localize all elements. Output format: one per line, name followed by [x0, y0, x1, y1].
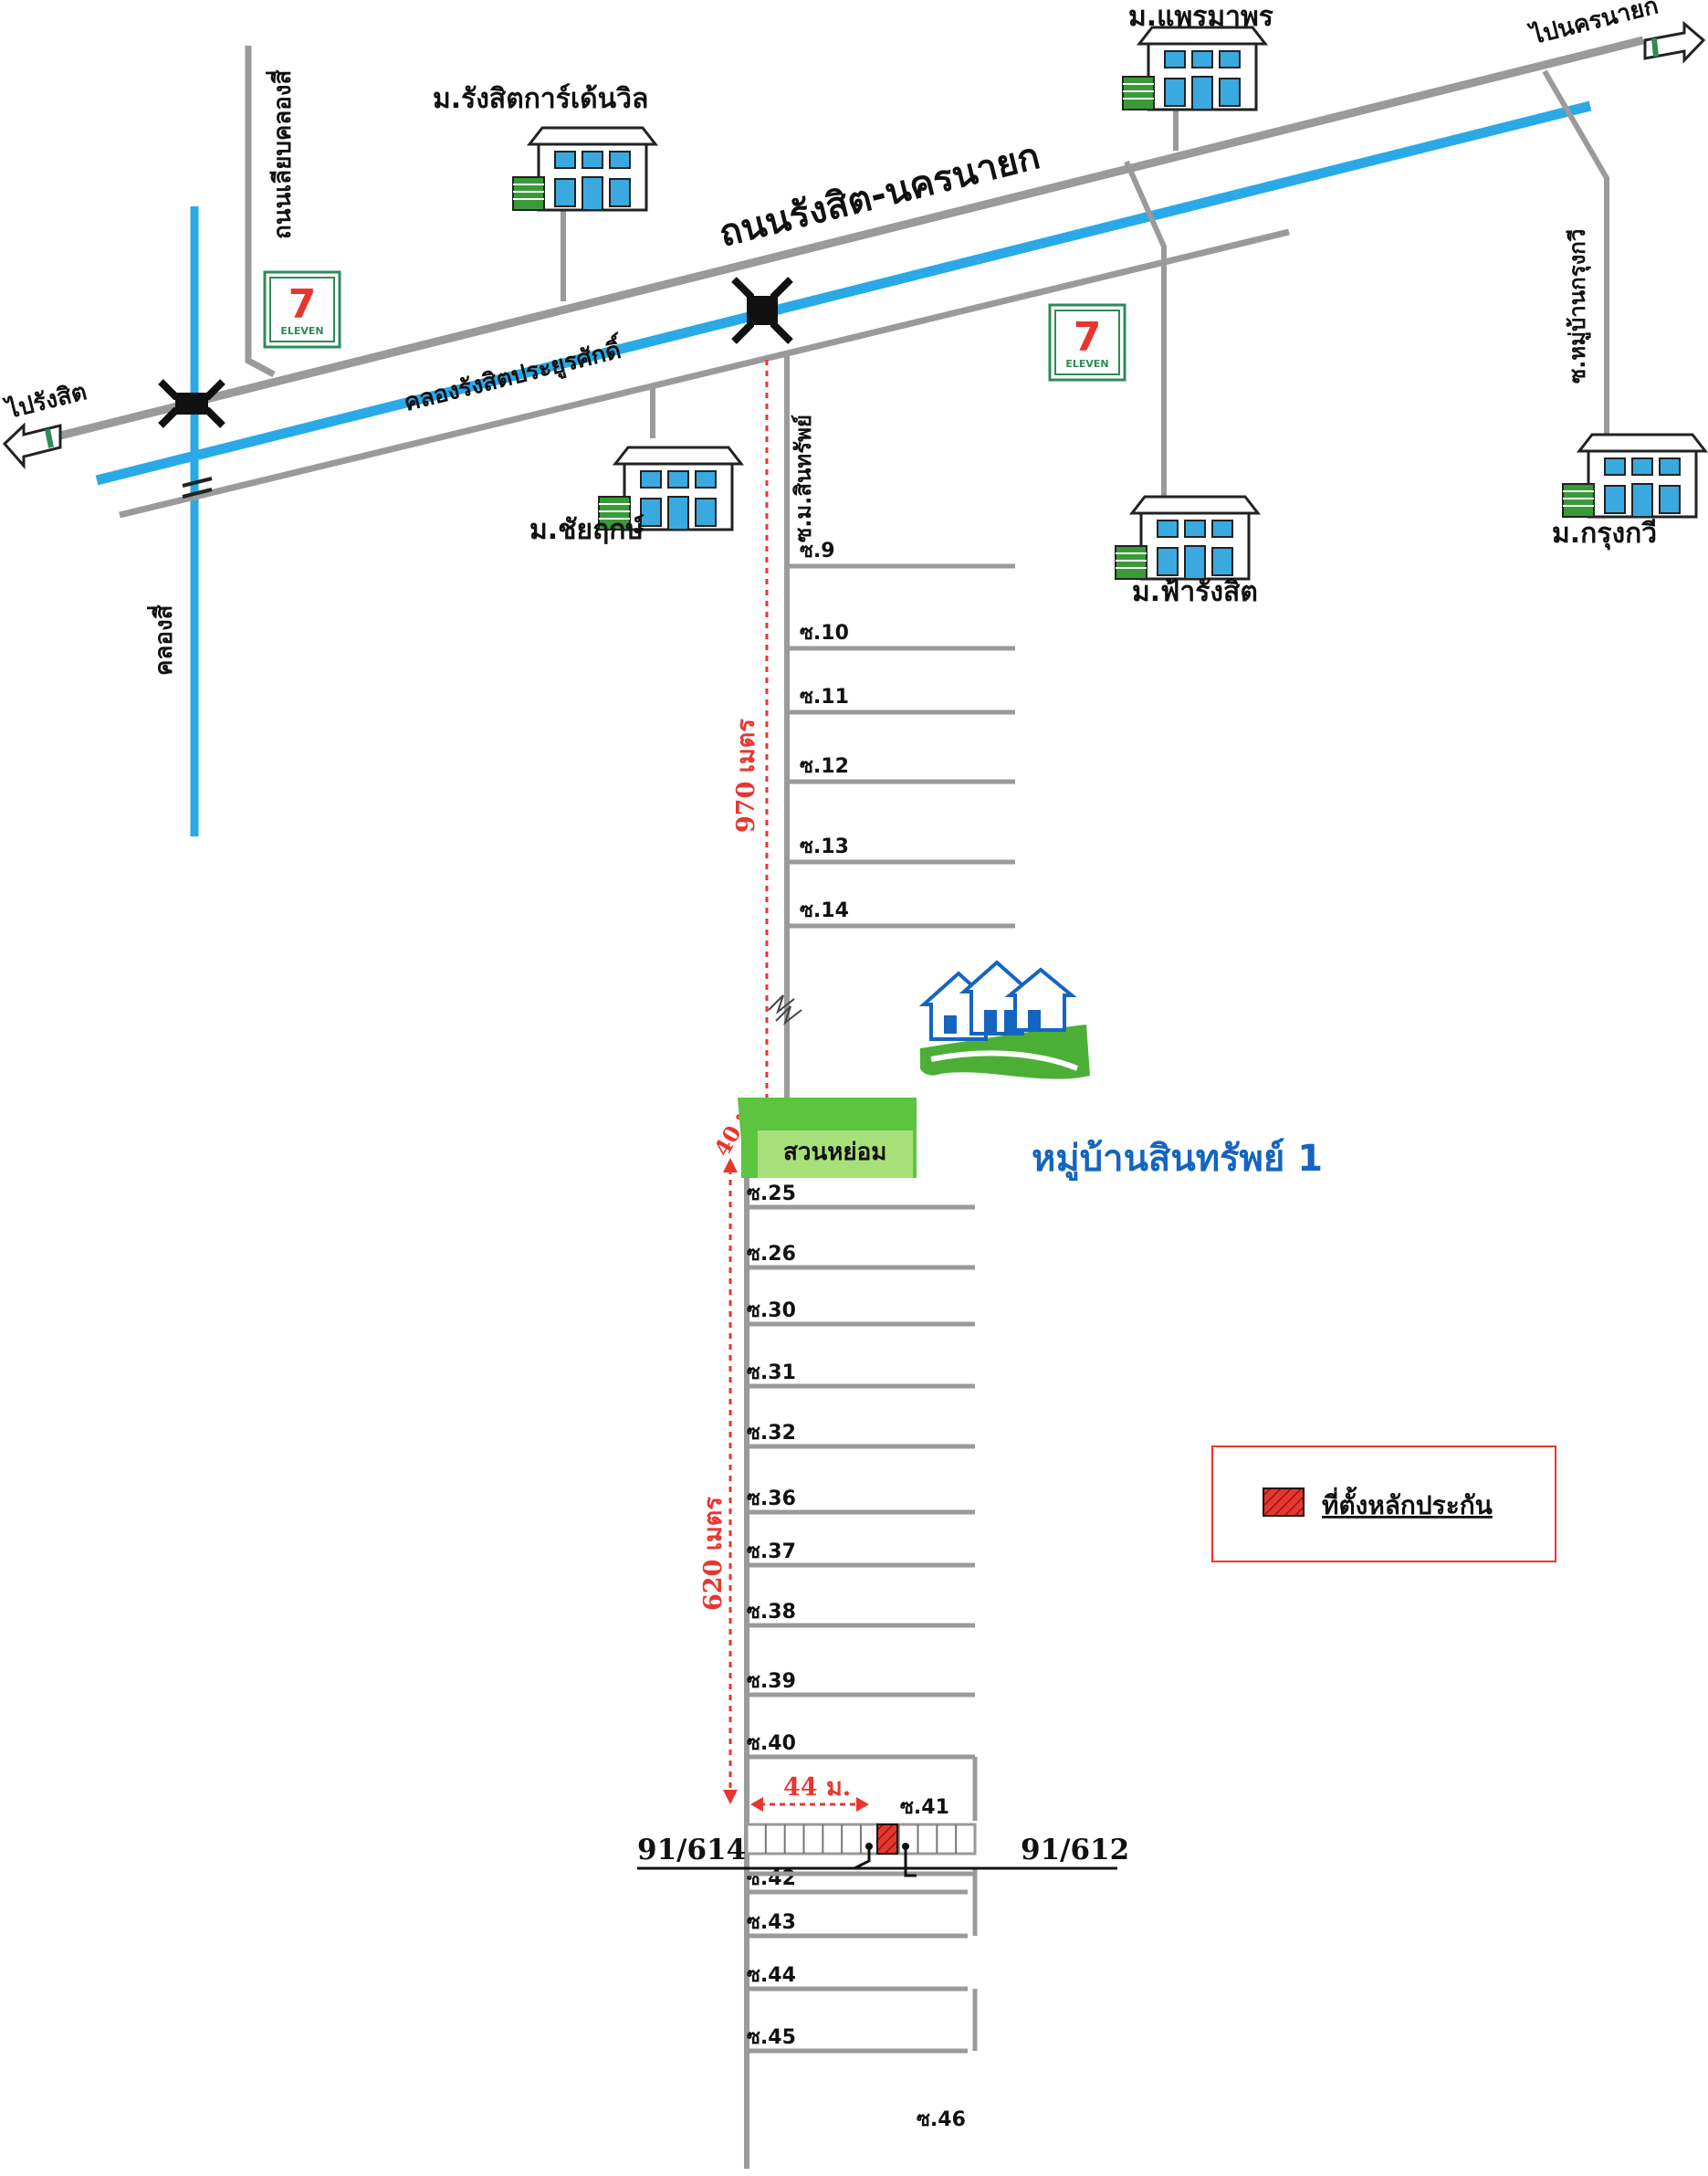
side-canal-label: คลองสี่ — [146, 604, 178, 676]
lot-leader — [904, 1846, 917, 1877]
house-icon — [511, 126, 657, 212]
village-label-chaiyaruk: ม.ชัยฤกษ์ — [529, 514, 644, 546]
legend-swatch — [1263, 1487, 1305, 1517]
arrow-head — [723, 1158, 738, 1172]
soi-label: ซ.10 — [800, 622, 849, 645]
svg-text:7: 7 — [288, 281, 317, 328]
road-krungkawee — [1542, 69, 1609, 436]
store-icon: 7 ELEVEN — [263, 270, 341, 349]
village-label-fah-rangsit: ม.ฟ้ารังสิต — [1132, 576, 1258, 608]
soi-label: ซ.30 — [747, 1299, 796, 1322]
collateral-marker — [876, 1824, 898, 1855]
arrow-head — [856, 1797, 869, 1812]
lot-left-label: 91/614 — [637, 1834, 746, 1866]
park-inner — [758, 1130, 913, 1178]
intersection-icon — [158, 379, 225, 428]
soi-label: ซ.42 — [747, 1867, 796, 1890]
soi-label: ซ.37 — [747, 1540, 796, 1563]
soi-label: ซ.43 — [747, 1911, 796, 1934]
main-road — [55, 36, 1645, 441]
side-road — [245, 46, 276, 378]
distance-970-label: 970 เมตร — [732, 719, 760, 833]
soi-label: ซ.25 — [747, 1183, 796, 1205]
lot-leader — [854, 1846, 871, 1870]
soi-label: ซ.41 — [900, 1796, 949, 1819]
soi-label: ซ.9 — [800, 540, 835, 562]
intersection-icon — [731, 277, 793, 344]
soi-krungkawee-label: ซ.หมู่บ้านกรุงกวี — [1565, 229, 1592, 384]
park-label: สวนหย่อม — [783, 1139, 886, 1166]
road-fah-rangsit — [1124, 160, 1167, 500]
soi-sinsap-label: ซ.ม.สินทรัพย์ — [791, 415, 816, 542]
soi-label: ซ.26 — [747, 1243, 796, 1266]
village-label-phraemaporn: ม.แพรมาพร — [1128, 1, 1273, 33]
house-icon — [1121, 26, 1267, 111]
village-label-rangsit-garden: ม.รังสิตการ์เด้นวิล — [433, 83, 648, 115]
frontage-road — [119, 228, 1290, 519]
legend-label: ที่ตั้งหลักประกัน — [1322, 1486, 1493, 1520]
soi-label: ซ.38 — [747, 1601, 796, 1624]
to-rangsit-label: ไปรังสิต — [1, 376, 89, 425]
soi-label: ซ.11 — [800, 686, 849, 709]
soi-label: ซ.13 — [800, 836, 849, 858]
distance-620-label: 620 เมตร — [699, 1497, 728, 1611]
svg-text:ELEVEN: ELEVEN — [1065, 358, 1108, 370]
arrow-right-icon — [1643, 20, 1706, 64]
arrow-left-icon — [2, 422, 62, 469]
bridge-icon — [182, 477, 213, 499]
soi-label: ซ.40 — [747, 1732, 796, 1755]
soi-label: ซ.39 — [747, 1670, 796, 1693]
lot-row — [745, 1823, 977, 1855]
soi-label: ซ.36 — [747, 1487, 796, 1510]
soi-label: ซ.14 — [800, 899, 849, 922]
house-icon — [1114, 495, 1260, 581]
arrow-head — [723, 1790, 738, 1804]
soi-label: ซ.44 — [747, 1964, 796, 1987]
soi-label: ซ.32 — [747, 1422, 796, 1445]
soi-label: ซ.31 — [747, 1361, 796, 1384]
village-name: หมู่บ้านสินทรัพย์ 1 — [1032, 1138, 1323, 1181]
village-label-krungkawee: ม.กรุงกวี — [1552, 518, 1657, 551]
soi-label: ซ.45 — [747, 2026, 796, 2049]
main-canal — [95, 100, 1592, 486]
lower-soi-group: ซ.25 ซ.26 ซ.30 ซ.31 ซ.32 ซ.36 ซ.37 ซ.38 ซ.39 ซ.40… — [747, 1183, 978, 2131]
house-icon — [1561, 433, 1707, 519]
side-road-label: ถนนเลียบคลองสี่ — [265, 70, 297, 239]
svg-text:ELEVEN: ELEVEN — [280, 325, 323, 337]
upper-soi-group: ซ.9 ซ.10 ซ.11 ซ.12 ซ.13 ซ.14 — [787, 540, 1015, 929]
store-icon: 7 ELEVEN — [1048, 303, 1126, 382]
arrow-head — [750, 1797, 763, 1812]
soi-label: ซ.46 — [917, 2108, 966, 2131]
svg-text:7: 7 — [1074, 314, 1102, 361]
distance-44-label: 44 ม. — [783, 1773, 851, 1802]
lot-right-label: 91/612 — [1021, 1834, 1129, 1866]
village-illustration-icon — [918, 960, 1090, 1079]
main-road-label: ถนนรังสิต-นครนายก — [715, 135, 1043, 256]
soi-label: ซ.12 — [800, 755, 849, 778]
break-mark-icon — [768, 994, 802, 1025]
